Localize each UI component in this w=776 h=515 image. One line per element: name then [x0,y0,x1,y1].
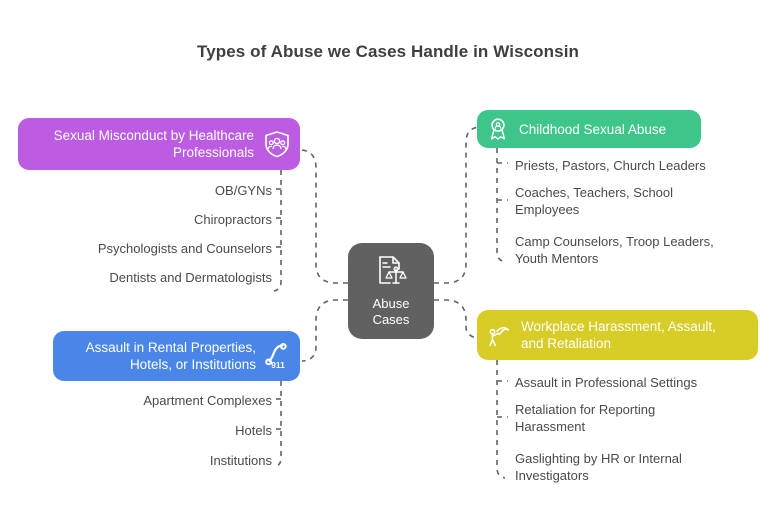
phone-911-icon: 911 [262,341,292,371]
sub-item-healthcare-2: Psychologists and Counselors [97,241,272,256]
branch-label-rental-line-1: Assault in Rental Properties, [85,340,256,355]
sub-item-childhood-0: Priests, Pastors, Church Leaders [515,157,760,174]
document-scales-icon [374,254,408,293]
branch-label-rental: Assault in Rental Properties, Hotels, or… [86,339,256,373]
branch-label-workplace-line-1: Workplace Harassment, Assault, [521,319,716,334]
branch-box-rental[interactable]: Assault in Rental Properties, Hotels, or… [53,331,300,381]
branch-box-childhood[interactable]: Childhood Sexual Abuse [477,110,701,148]
sub-item-childhood-1: Coaches, Teachers, School Employees [515,184,760,218]
sub-item-workplace-0-line-1: Assault in Professional Settings [515,375,698,390]
branch-label-rental-line-2: Hotels, or Institutions [129,357,256,372]
connector-center-workplace [434,299,480,339]
svg-text:911: 911 [271,360,285,370]
branch-label-childhood-line-1: Childhood Sexual Abuse [519,121,667,137]
sub-item-workplace-1: Retaliation for Reporting Harassment [515,401,760,435]
branch-label-childhood: Childhood Sexual Abuse [519,121,666,138]
sub-item-rental-2: Institutions [209,453,272,468]
sub-item-childhood-2-line-2: Youth Mentors [515,251,599,266]
sub-item-rental-0: Apartment Complexes [143,393,272,408]
branch-box-workplace[interactable]: Workplace Harassment, Assault, and Retal… [477,310,758,360]
connector-center-rental [301,299,348,362]
center-label-line-1: Abuse [372,296,410,311]
spine-childhood [496,148,506,263]
sub-item-workplace-0: Assault in Professional Settings [515,374,760,391]
center-node-label: Abuse Cases [373,296,410,328]
center-label-line-2: Cases [372,312,410,327]
sub-item-workplace-2: Gaslighting by HR or Internal Investigat… [515,450,760,484]
sub-item-childhood-1-line-2: Employees [515,202,580,217]
sub-item-healthcare-1: Chiropractors [193,212,272,227]
branch-label-healthcare-line-1: Sexual Misconduct by Healthcare [53,128,254,143]
spine-rental [273,381,282,468]
branch-label-workplace: Workplace Harassment, Assault, and Retal… [521,318,716,352]
sub-item-workplace-1-line-2: Harassment [515,419,586,434]
shield-people-icon [262,129,292,159]
sub-item-workplace-2-line-1: Gaslighting by HR or Internal [515,451,682,466]
sub-item-childhood-2: Camp Counselors, Troop Leaders, Youth Me… [515,233,760,267]
center-node-abuse-cases[interactable]: Abuse Cases [348,243,434,339]
sub-item-healthcare-3: Dentists and Dermatologists [109,270,272,285]
connector-center-childhood [434,126,481,284]
harassment-figure-icon [485,321,513,349]
branch-box-healthcare[interactable]: Sexual Misconduct by Healthcare Professi… [18,118,300,170]
sub-item-workplace-1-line-1: Retaliation for Reporting [515,402,656,417]
branch-label-workplace-line-2: and Retaliation [521,336,612,351]
sub-item-healthcare-0: OB/GYNs [214,183,272,198]
spine-workplace [496,360,506,479]
sub-item-childhood-1-line-1: Coaches, Teachers, School [515,185,674,200]
branch-label-healthcare: Sexual Misconduct by Healthcare Professi… [54,127,254,161]
page-title: Types of Abuse we Cases Handle in Wiscon… [196,42,580,61]
sub-item-childhood-2-line-1: Camp Counselors, Troop Leaders, [515,234,714,249]
connector-center-healthcare [299,149,348,284]
sub-item-rental-1: Hotels [235,423,272,438]
spine-healthcare [273,170,282,292]
award-medal-icon [485,116,511,142]
branch-label-healthcare-line-2: Professionals [172,145,254,160]
sub-item-workplace-2-line-2: Investigators [515,468,589,483]
sub-item-childhood-0-line-1: Priests, Pastors, Church Leaders [515,158,706,173]
